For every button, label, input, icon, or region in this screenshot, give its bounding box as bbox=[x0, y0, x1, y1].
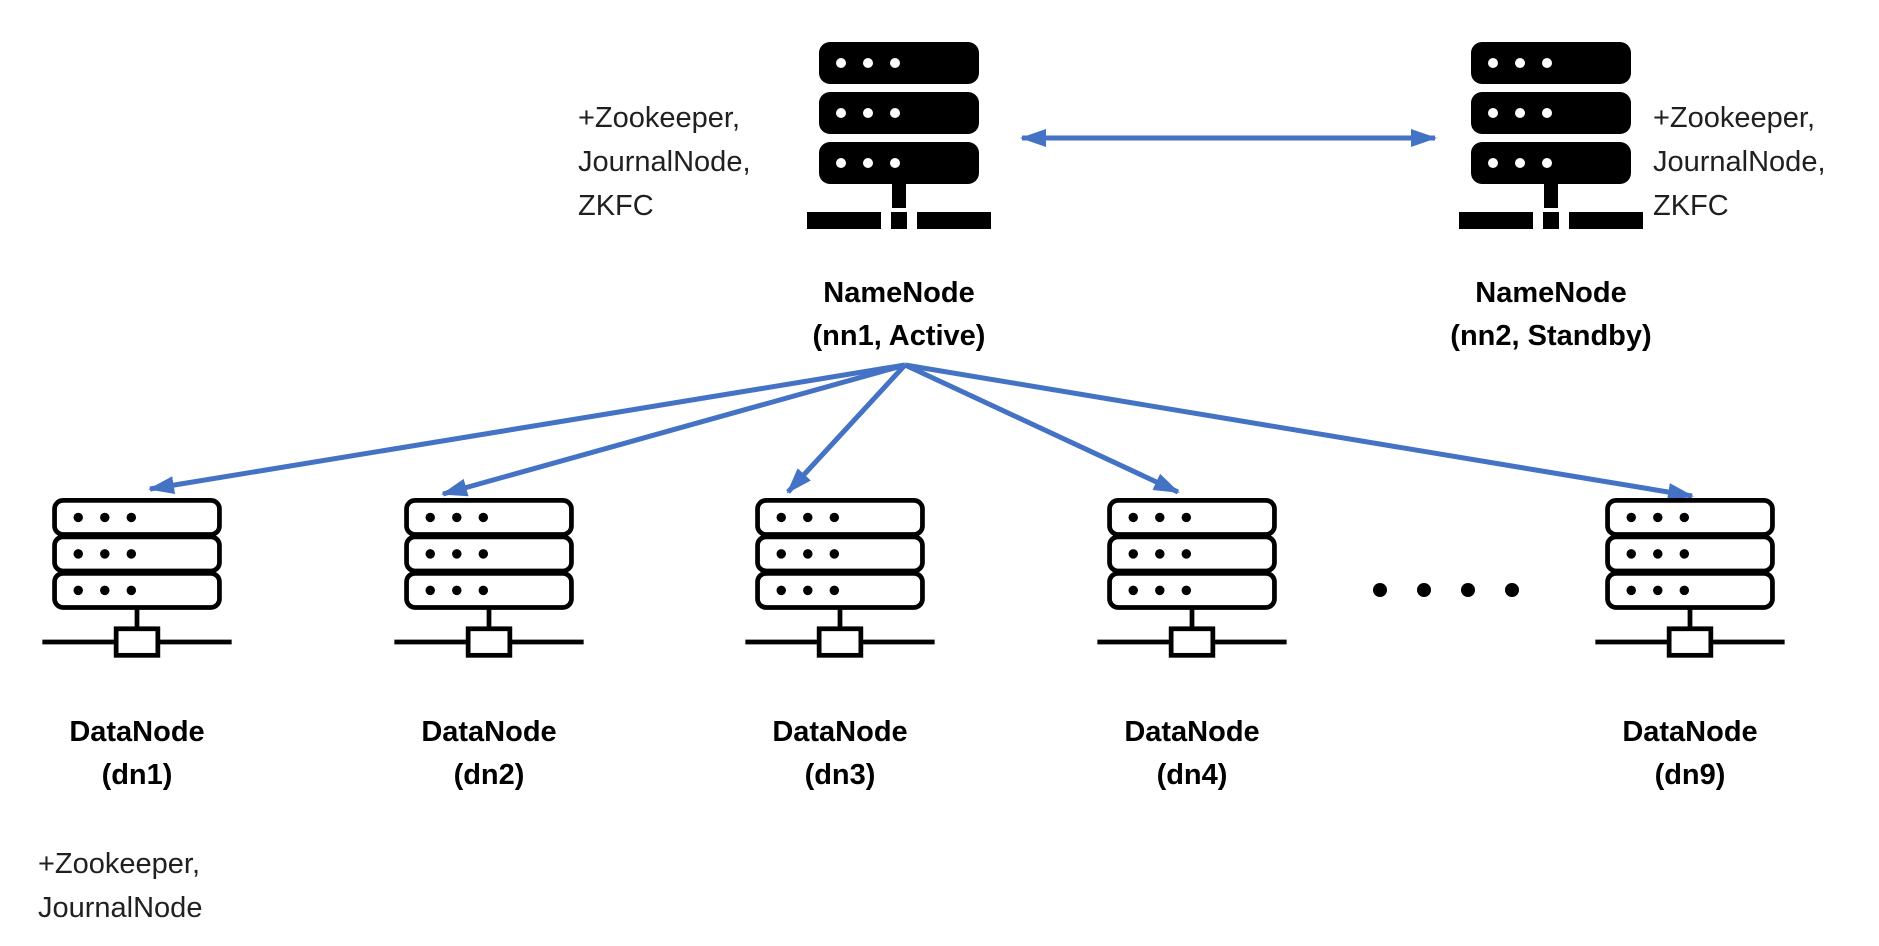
datanode-dn1-group: DataNode (dn1) bbox=[17, 498, 257, 797]
annotation-line: JournalNode bbox=[38, 892, 203, 924]
annotation-line: JournalNode, bbox=[1653, 146, 1826, 178]
datanode-dn2-group: DataNode (dn2) bbox=[369, 498, 609, 797]
node-title: DataNode bbox=[421, 716, 557, 748]
ellipsis-dots bbox=[1373, 583, 1519, 597]
node-subtitle: (dn2) bbox=[453, 759, 525, 791]
datanode-dn9-group: DataNode (dn9) bbox=[1570, 498, 1810, 797]
namenode-nn1-group: NameNode (nn1, Active) bbox=[749, 42, 1049, 358]
server-rack-icon bbox=[807, 42, 991, 238]
node-title: DataNode bbox=[69, 716, 205, 748]
server-rack-icon bbox=[1595, 498, 1785, 661]
nn1-services-annotation: +Zookeeper, JournalNode, ZKFC bbox=[578, 96, 751, 228]
annotation-line: ZKFC bbox=[1653, 190, 1729, 222]
server-rack-icon bbox=[745, 498, 935, 661]
dn1-services-annotation: +Zookeeper, JournalNode bbox=[38, 842, 202, 930]
nn2-services-annotation: +Zookeeper, JournalNode, ZKFC bbox=[1653, 96, 1826, 228]
nn1-to-dn3-arrow bbox=[786, 363, 907, 494]
node-subtitle: (dn4) bbox=[1156, 759, 1228, 791]
annotation-line: +Zookeeper, bbox=[578, 102, 741, 134]
node-subtitle: (nn2, Standby) bbox=[1450, 320, 1652, 352]
annotation-line: ZKFC bbox=[578, 190, 654, 222]
annotation-line: +Zookeeper, bbox=[1653, 102, 1816, 134]
nn1-to-dn2-arrow bbox=[441, 362, 906, 497]
node-subtitle: (dn1) bbox=[101, 759, 173, 791]
datanode-dn4-group: DataNode (dn4) bbox=[1072, 498, 1312, 797]
node-title: NameNode bbox=[823, 277, 975, 309]
nn1-to-dn1-arrow bbox=[148, 362, 906, 494]
nn1-to-dn4-arrow bbox=[903, 362, 1180, 495]
node-subtitle: (nn1, Active) bbox=[812, 320, 986, 352]
node-subtitle: (dn3) bbox=[804, 759, 876, 791]
nn1-to-dn9-arrow bbox=[904, 362, 1694, 501]
node-title: DataNode bbox=[1622, 716, 1758, 748]
annotation-line: JournalNode, bbox=[578, 146, 751, 178]
datanode-dn3-group: DataNode (dn3) bbox=[720, 498, 960, 797]
node-title: DataNode bbox=[772, 716, 908, 748]
server-rack-icon bbox=[1459, 42, 1643, 238]
node-subtitle: (dn9) bbox=[1654, 759, 1726, 791]
node-title: NameNode bbox=[1475, 277, 1627, 309]
namenode-nn2-group: NameNode (nn2, Standby) bbox=[1401, 42, 1701, 358]
server-rack-icon bbox=[394, 498, 584, 661]
server-rack-icon bbox=[1097, 498, 1287, 661]
server-rack-icon bbox=[42, 498, 232, 661]
node-title: DataNode bbox=[1124, 716, 1260, 748]
annotation-line: +Zookeeper, bbox=[38, 848, 201, 880]
